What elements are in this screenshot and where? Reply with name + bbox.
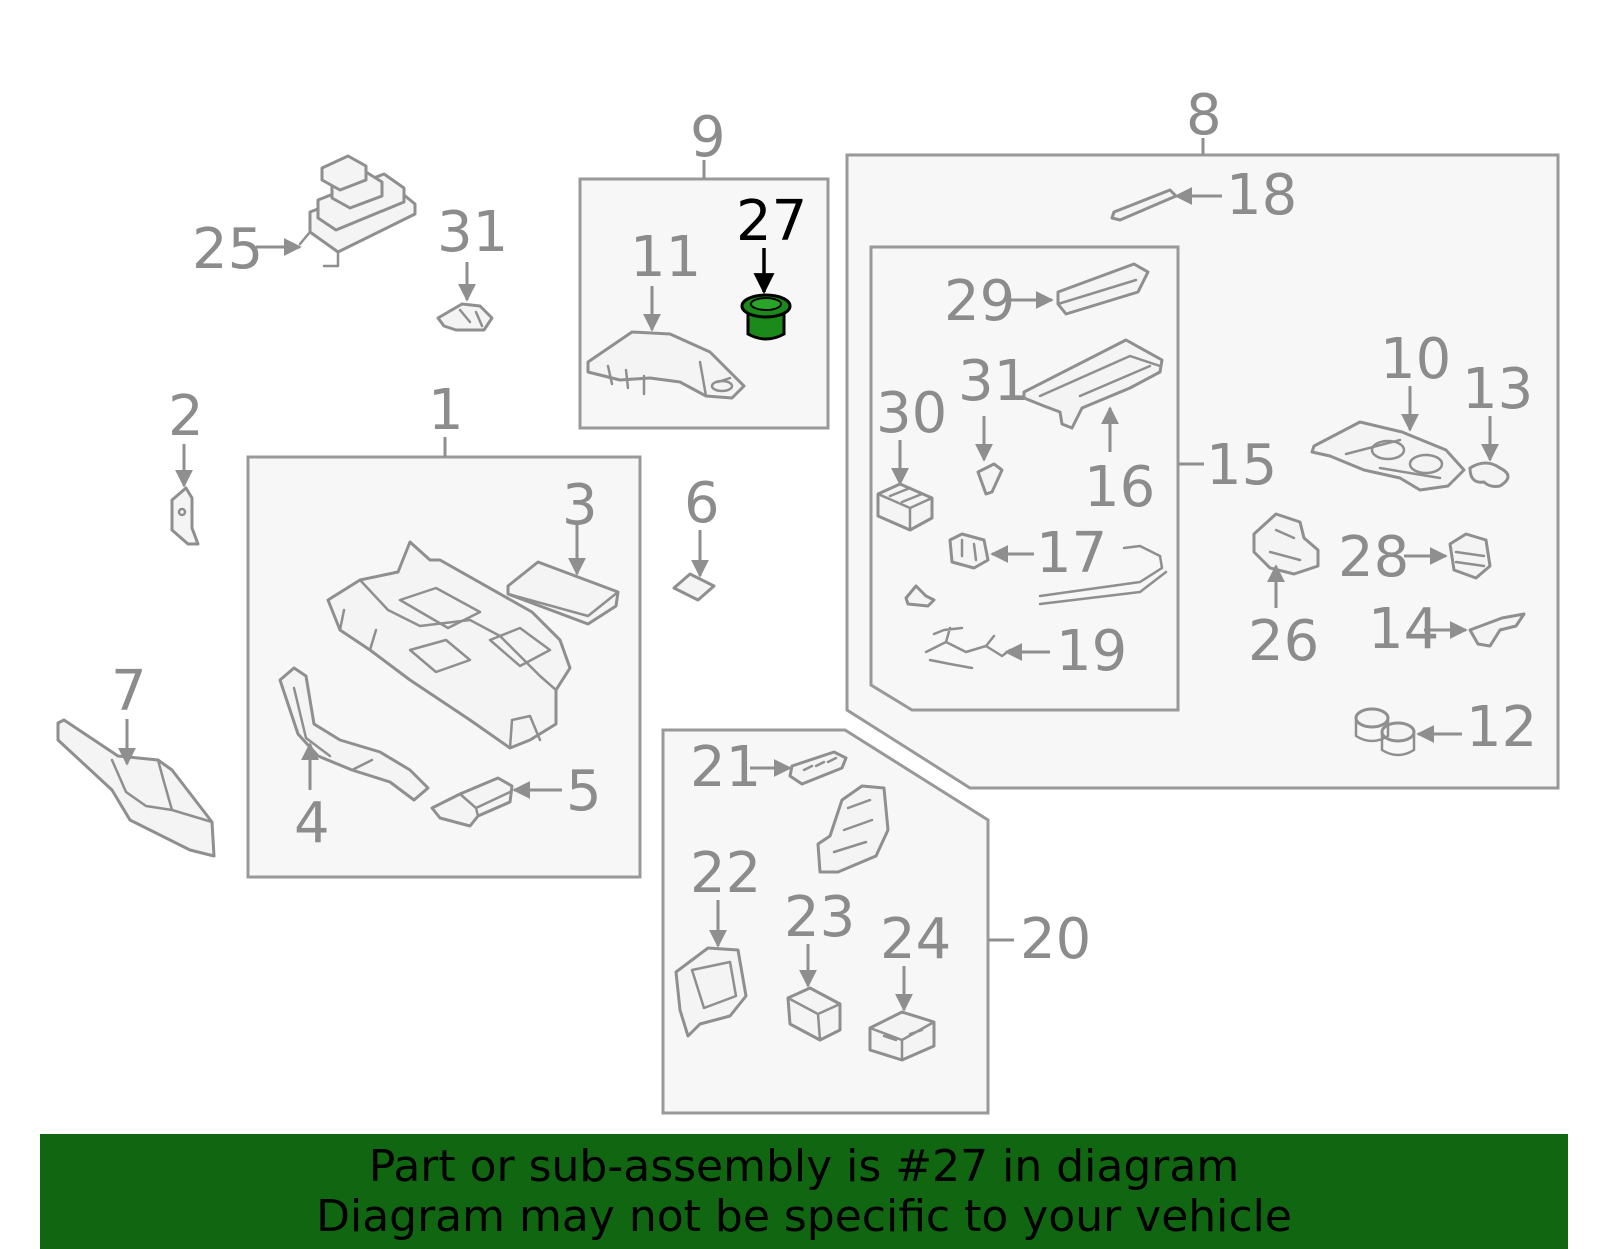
label-18: 18 [1226, 163, 1297, 228]
label-20: 20 [1020, 907, 1091, 972]
part-19-harness [924, 626, 1012, 670]
part-20-bracket [816, 784, 890, 874]
part-26-module [1252, 512, 1320, 576]
part-3-lid-pad [506, 560, 620, 626]
label-31b: 31 [958, 349, 1029, 414]
part-16-armrest [1022, 338, 1164, 430]
label-2: 2 [168, 384, 204, 449]
label-30: 30 [876, 381, 947, 446]
part-30-switch [876, 482, 934, 532]
label-15: 15 [1206, 433, 1277, 498]
part-18-strip [1110, 188, 1178, 222]
part-31-clip-top [436, 302, 494, 332]
info-banner: Part or sub-assembly is #27 in diagram D… [40, 1134, 1568, 1249]
part-1-console-body [326, 540, 572, 750]
label-27: 27 [736, 189, 807, 254]
part-7-side-trim [56, 718, 216, 858]
part-12-cupholder [1354, 707, 1416, 757]
part-10-bezel [1310, 420, 1466, 492]
part-4-side-rail [278, 666, 430, 802]
part-2-bracket [170, 486, 200, 546]
label-5: 5 [566, 759, 602, 824]
label-8: 8 [1186, 83, 1222, 148]
label-31a: 31 [437, 200, 508, 265]
label-29: 29 [944, 269, 1015, 334]
part-22-panel [674, 946, 748, 1038]
part-6-pad [672, 572, 716, 602]
part-11-bracket [586, 330, 746, 400]
label-11: 11 [630, 225, 701, 290]
label-24: 24 [880, 907, 951, 972]
part-28-switch [1448, 532, 1492, 580]
part-24-usb [868, 1010, 936, 1062]
label-7: 7 [111, 659, 147, 724]
part-14-bracket [1468, 612, 1526, 648]
part-17-wire [1038, 544, 1168, 606]
part-13-mat [1468, 461, 1510, 488]
label-4: 4 [294, 791, 330, 856]
label-28: 28 [1338, 525, 1409, 590]
label-12: 12 [1466, 695, 1537, 760]
part-25-shifter [298, 154, 417, 268]
part-5-end-cap [430, 776, 514, 828]
label-3: 3 [562, 473, 598, 538]
banner-line-1: Part or sub-assembly is #27 in diagram [368, 1140, 1240, 1192]
part-27-highlighted-cap[interactable] [740, 293, 792, 341]
label-22: 22 [690, 841, 761, 906]
part-17-clip [904, 584, 936, 608]
label-23: 23 [784, 885, 855, 950]
part-27-inner [750, 297, 782, 311]
part-17-module [948, 532, 990, 570]
label-17: 17 [1036, 521, 1107, 586]
label-10: 10 [1380, 327, 1451, 392]
part-23-box [786, 986, 842, 1042]
part-29-lid [1056, 262, 1150, 316]
label-26: 26 [1248, 609, 1319, 674]
label-1: 1 [428, 378, 464, 443]
label-16: 16 [1084, 455, 1155, 520]
label-19: 19 [1056, 619, 1127, 684]
label-25: 25 [192, 217, 263, 282]
label-14: 14 [1368, 597, 1439, 662]
label-9: 9 [690, 105, 726, 170]
part-31-clip-inner [976, 462, 1004, 496]
banner-line-2: Diagram may not be specific to your vehi… [316, 1190, 1292, 1242]
label-6: 6 [684, 471, 720, 536]
label-13: 13 [1462, 357, 1533, 422]
label-21: 21 [690, 735, 761, 800]
